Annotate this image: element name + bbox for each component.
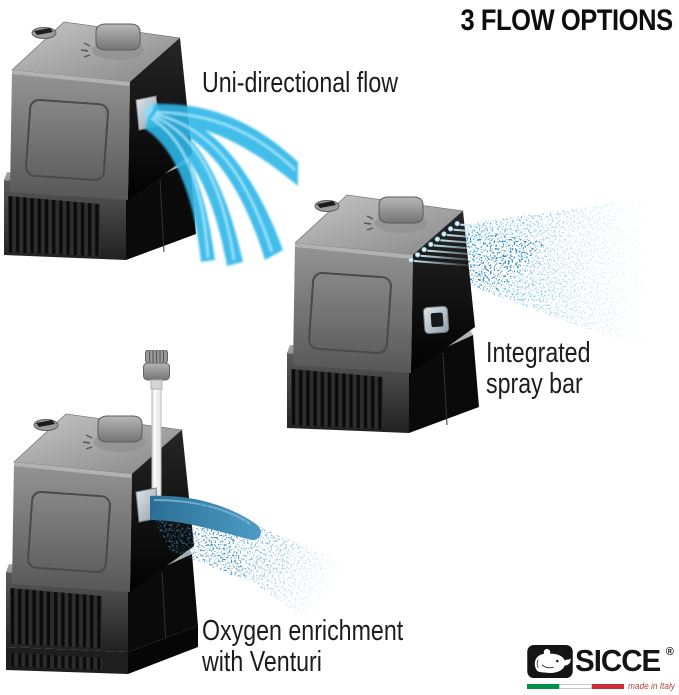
flag-red [591,683,624,689]
brand-logo: SICCE ® made in Italy [527,645,679,691]
label-line: Oxygen enrichment [202,615,404,647]
label-line: Integrated [486,337,591,369]
flag-green [527,683,560,689]
outlet-plug [422,305,450,334]
label-line: Uni-directional flow [202,67,398,99]
label-integrated-spray-bar: Integrated spray bar [486,338,590,400]
pump-uni-svg [3,21,298,266]
brand-name: SICCE [575,643,661,678]
registered-mark: ® [665,646,674,658]
whale-icon [527,645,573,678]
page-title: 3 FLOW OPTIONS [460,4,674,37]
flag-white [559,683,592,689]
flow-streams [144,103,298,266]
pump-venturi-svg [5,350,350,674]
italian-flag-bar [527,683,624,689]
pump-spray-svg [286,194,652,434]
spray-bar-holes [408,220,523,267]
label-oxygen-enrichment: Oxygen enrichment with Venturi [202,616,403,678]
made-in-italy-text: made in Italy [627,681,675,691]
label-line: spray bar [486,368,583,400]
pump-illustration-spray-bar [283,183,655,438]
venturi-air-valve [143,350,170,390]
pump-illustration-uni-directional [0,10,300,268]
pump-body-extension [6,626,198,674]
pump-illustration-venturi [2,350,352,682]
label-line: with Venturi [202,646,322,678]
venturi-mist [152,500,350,634]
label-uni-directional-flow: Uni-directional flow [202,68,398,99]
